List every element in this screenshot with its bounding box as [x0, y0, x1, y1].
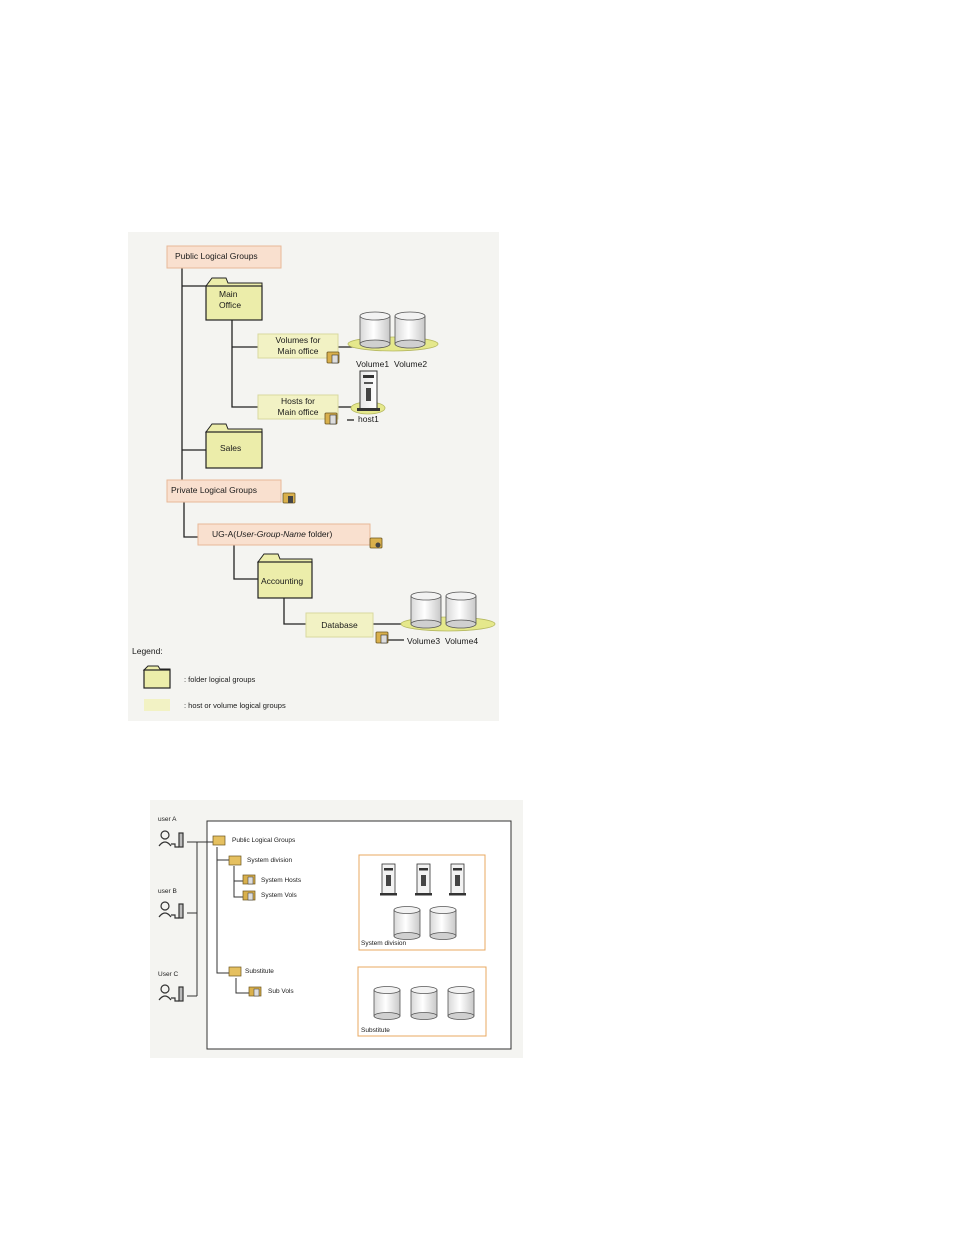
server-icon — [380, 863, 397, 896]
volumes-group-box — [257, 333, 339, 359]
user-connectors — [187, 841, 213, 997]
tree-connectors — [168, 268, 410, 641]
legend-group-label: : host or volume logical groups — [184, 701, 286, 710]
volumes-group-label-line1: Volumes for — [275, 335, 321, 345]
database-group-box — [305, 612, 374, 638]
disk-icon — [410, 986, 438, 1020]
volume3-label: Volume3 — [407, 636, 441, 646]
system-division-folder-icon — [228, 855, 242, 866]
user-a-icon — [158, 830, 184, 848]
ug-a-box — [197, 523, 371, 546]
substitute-label: Substitute — [245, 968, 274, 975]
main-office-label-line1: Main — [219, 289, 238, 299]
tree-connectors-2 — [216, 847, 249, 994]
logical-groups-tree-diagram: Public Logical Groups Main Office Volume… — [128, 232, 499, 721]
legend-folder-label: : folder logical groups — [184, 675, 256, 684]
ug-a-suffix: folder) — [305, 529, 333, 539]
public-groups-label: Public Logical Groups — [175, 251, 258, 261]
main-office-label-line2: Office — [219, 300, 242, 310]
server-icon — [415, 863, 432, 896]
public-groups-box — [166, 245, 282, 269]
server-icon — [449, 863, 466, 896]
sales-label: Sales — [220, 443, 242, 453]
volume-group-icon — [326, 351, 340, 364]
user-group-folder-icon — [369, 537, 383, 549]
sales-folder-icon — [205, 423, 263, 469]
tree-graphics — [142, 245, 496, 711]
hosts-group-label-line1: Hosts for — [280, 396, 315, 406]
legend-title: Legend: — [132, 646, 163, 656]
server-icon — [357, 370, 380, 411]
substitute-box-label: Substitute — [361, 1027, 390, 1034]
public-groups-label-2: Public Logical Groups — [232, 837, 296, 844]
accounting-label: Accounting — [261, 576, 304, 586]
volume3-disk-icon — [410, 591, 442, 629]
disk-icon — [447, 986, 475, 1020]
volume4-label: Volume4 — [445, 636, 479, 646]
volume2-disk-icon — [394, 311, 426, 349]
user-a-label: user A — [158, 816, 177, 823]
ug-a-italic: User-Group-Name — [236, 529, 306, 539]
private-folder-icon — [282, 492, 296, 504]
system-hosts-label: System Hosts — [261, 877, 302, 884]
sub-vols-label: Sub Vols — [268, 988, 294, 995]
access-graphics — [158, 820, 512, 1050]
system-vols-icon — [242, 890, 256, 901]
database-group-icon — [375, 631, 389, 644]
volume1-label: Volume1 — [356, 359, 390, 369]
accounting-folder-icon — [257, 553, 313, 599]
system-hosts-icon — [242, 874, 256, 885]
disk-icon — [429, 906, 457, 940]
legend-folder-icon — [142, 665, 171, 689]
user-c-icon — [158, 984, 184, 1002]
main-office-folder-icon — [205, 277, 263, 321]
user-access-diagram: user A user B User C Public Logical Grou… — [150, 800, 523, 1058]
ug-a-label: UG-A(User-Group-Name folder) — [212, 529, 332, 540]
disk-icon — [373, 986, 401, 1020]
ug-a-prefix: UG-A( — [212, 529, 237, 539]
volume4-disk-icon — [445, 591, 477, 629]
sub-vols-icon — [248, 986, 262, 997]
volume2-label: Volume2 — [394, 359, 428, 369]
user-c-label: User C — [158, 971, 179, 978]
public-folder-icon — [212, 835, 226, 846]
database-label: Database — [321, 620, 358, 630]
legend-group-swatch — [144, 699, 170, 711]
host-group-icon — [324, 412, 338, 425]
host1-label: host1 — [358, 414, 379, 424]
user-b-icon — [158, 901, 184, 919]
volume1-disk-icon — [359, 311, 391, 349]
disk-icon — [393, 906, 421, 940]
substitute-folder-icon — [228, 966, 242, 977]
private-groups-box — [166, 479, 282, 503]
private-groups-label: Private Logical Groups — [171, 485, 257, 495]
user-b-label: user B — [158, 888, 177, 895]
system-vols-label: System Vols — [261, 892, 297, 899]
hosts-group-label-line2: Main office — [277, 407, 319, 417]
system-division-box-label: System division — [361, 940, 407, 947]
system-division-label: System division — [247, 857, 293, 864]
volumes-group-label-line2: Main office — [277, 346, 319, 356]
